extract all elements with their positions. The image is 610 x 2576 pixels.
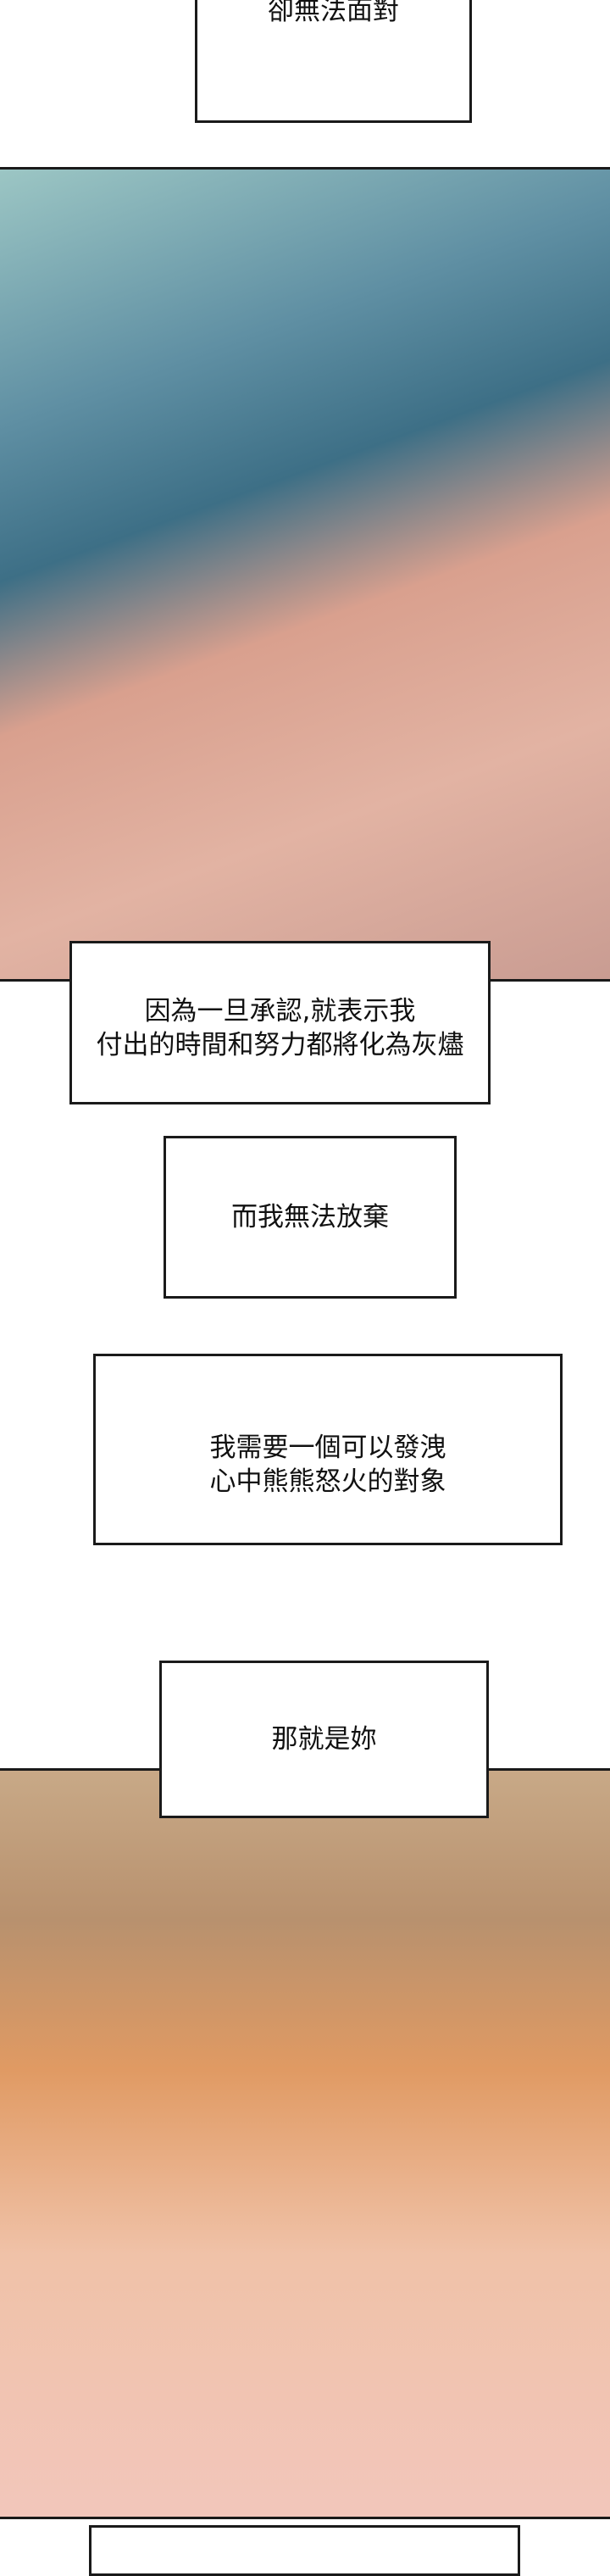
comic-panel-2 <box>0 1768 610 2519</box>
caption-text: 而我無法放棄 <box>231 1202 389 1232</box>
caption-box-1: 卻無法面對 <box>195 0 472 123</box>
caption-text: 卻無法面對 <box>268 0 399 26</box>
caption-box-6 <box>89 2525 520 2576</box>
caption-text: 那就是妳 <box>271 1724 377 1755</box>
caption-box-4: 我需要一個可以發洩 心中熊熊怒火的對象 <box>93 1354 563 1545</box>
caption-box-5: 那就是妳 <box>159 1661 489 1818</box>
caption-text: 因為一旦承認,就表示我 付出的時間和努力都將化為灰燼 <box>96 996 464 1060</box>
caption-box-2: 因為一旦承認,就表示我 付出的時間和努力都將化為灰燼 <box>69 941 491 1104</box>
caption-box-3: 而我無法放棄 <box>164 1136 457 1299</box>
caption-text: 我需要一個可以發洩 心中熊熊怒火的對象 <box>209 1433 446 1497</box>
comic-panel-1 <box>0 167 610 982</box>
